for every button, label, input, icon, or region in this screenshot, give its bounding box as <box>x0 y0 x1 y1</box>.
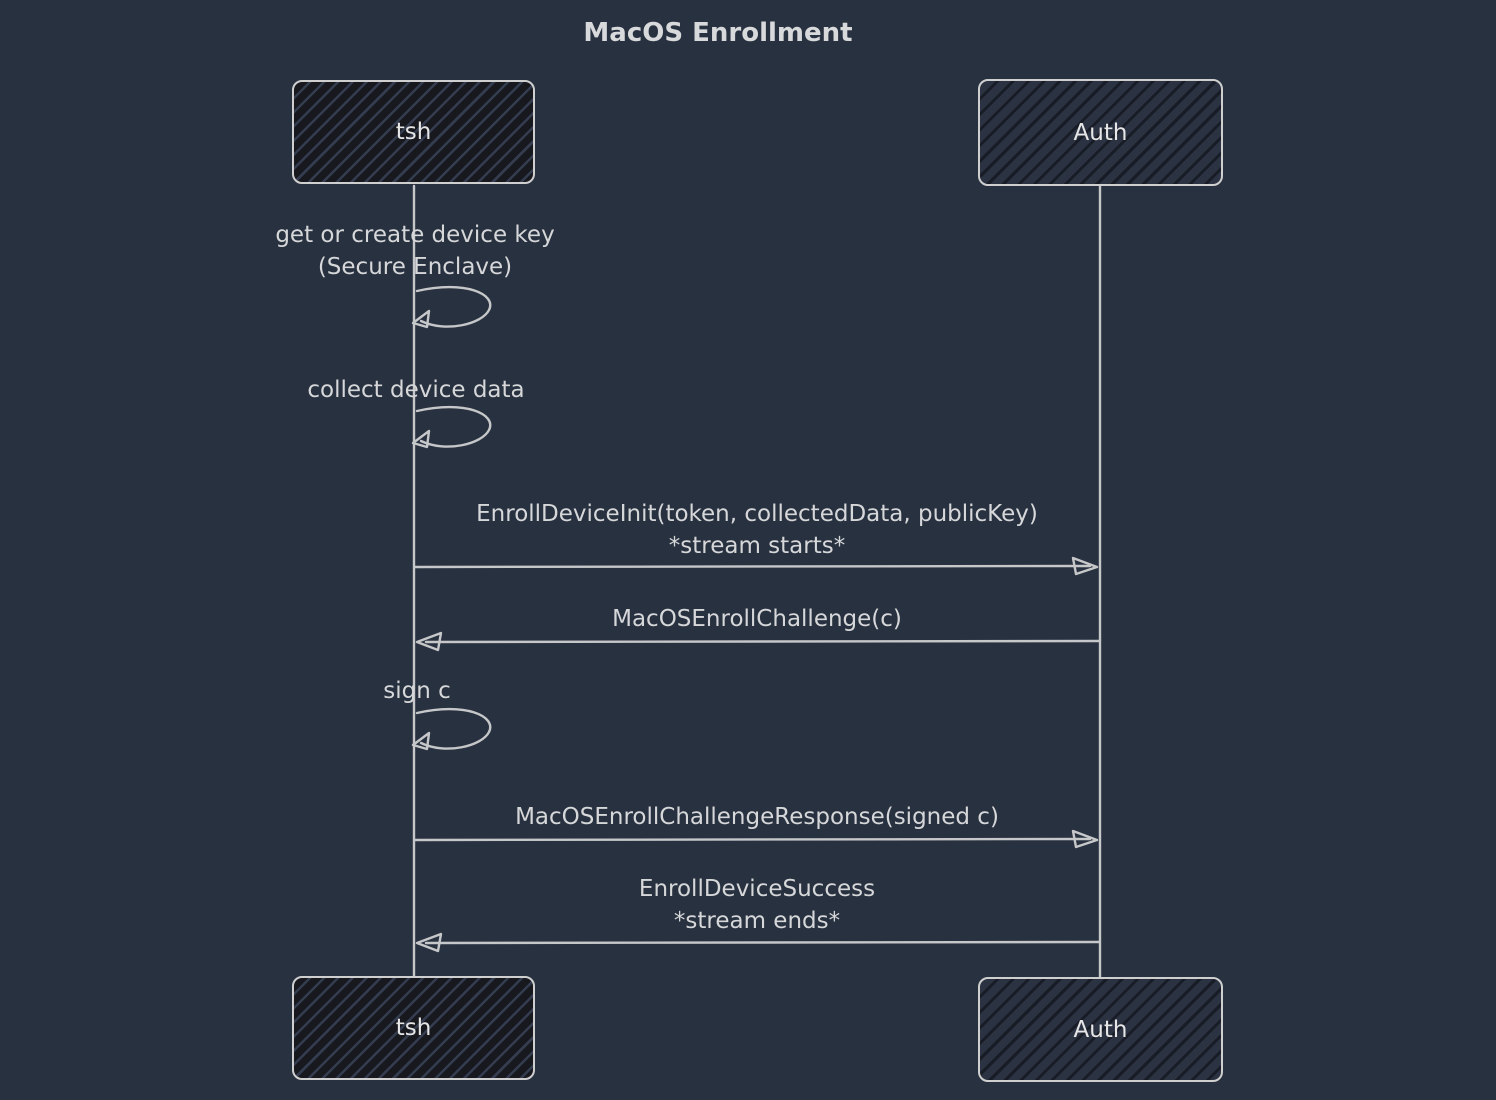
self-loop-3-arrowhead-icon <box>411 731 431 751</box>
message-line-4 <box>424 940 1101 945</box>
message-2-line-1: MacOSEnrollChallenge(c) <box>612 606 902 632</box>
message-4-line-1: EnrollDeviceSuccess <box>638 876 876 902</box>
message-3-line-1: MacOSEnrollChallengeResponse(signed c) <box>515 804 999 830</box>
diagram-title: MacOS Enrollment <box>583 18 853 48</box>
message-1-line-2: *stream starts* <box>668 533 846 559</box>
message-line-3 <box>413 837 1092 842</box>
message-4-label: EnrollDeviceSuccess *stream ends* <box>639 873 875 937</box>
message-4-line-2: *stream ends* <box>673 908 841 934</box>
self-message-2-line-1: collect device data <box>307 377 525 403</box>
actor-label-tsh-bottom: tsh <box>395 1015 432 1041</box>
self-loop-3 <box>415 707 492 750</box>
self-message-1-line-1: get or create device key <box>275 222 555 248</box>
self-message-1-line-2: (Secure Enclave) <box>317 254 513 280</box>
self-message-2-label: collect device data <box>307 374 524 406</box>
self-message-3-line-1: sign c <box>383 678 451 704</box>
actor-label-tsh-top: tsh <box>395 119 432 145</box>
message-1-arrowhead-icon <box>1071 556 1099 576</box>
message-3-arrowhead-icon <box>1071 829 1099 849</box>
message-line-2 <box>424 639 1101 644</box>
message-4-arrowhead-icon <box>415 932 443 953</box>
actor-label-auth-bottom: Auth <box>1073 1016 1128 1043</box>
self-message-1-label: get or create device key (Secure Enclave… <box>275 219 554 283</box>
message-2-arrowhead-icon <box>415 631 443 652</box>
self-loop-2-arrowhead-icon <box>411 429 431 449</box>
self-loop-1 <box>415 285 492 328</box>
message-2-label: MacOSEnrollChallenge(c) <box>612 603 902 635</box>
message-1-line-1: EnrollDeviceInit(token, collectedData, p… <box>476 501 1038 527</box>
self-loop-1-arrowhead-icon <box>411 309 431 329</box>
actor-box-auth-bottom: Auth <box>978 977 1223 1082</box>
actor-box-auth-top: Auth <box>978 79 1223 186</box>
actor-label-auth-top: Auth <box>1073 119 1128 146</box>
self-loop-2 <box>415 405 492 448</box>
actor-box-tsh-top: tsh <box>292 80 535 184</box>
message-3-label: MacOSEnrollChallengeResponse(signed c) <box>515 801 999 833</box>
message-1-label: EnrollDeviceInit(token, collectedData, p… <box>476 498 1038 562</box>
message-line-1 <box>413 564 1092 569</box>
actor-box-tsh-bottom: tsh <box>292 976 535 1080</box>
self-message-3-label: sign c <box>383 675 451 707</box>
